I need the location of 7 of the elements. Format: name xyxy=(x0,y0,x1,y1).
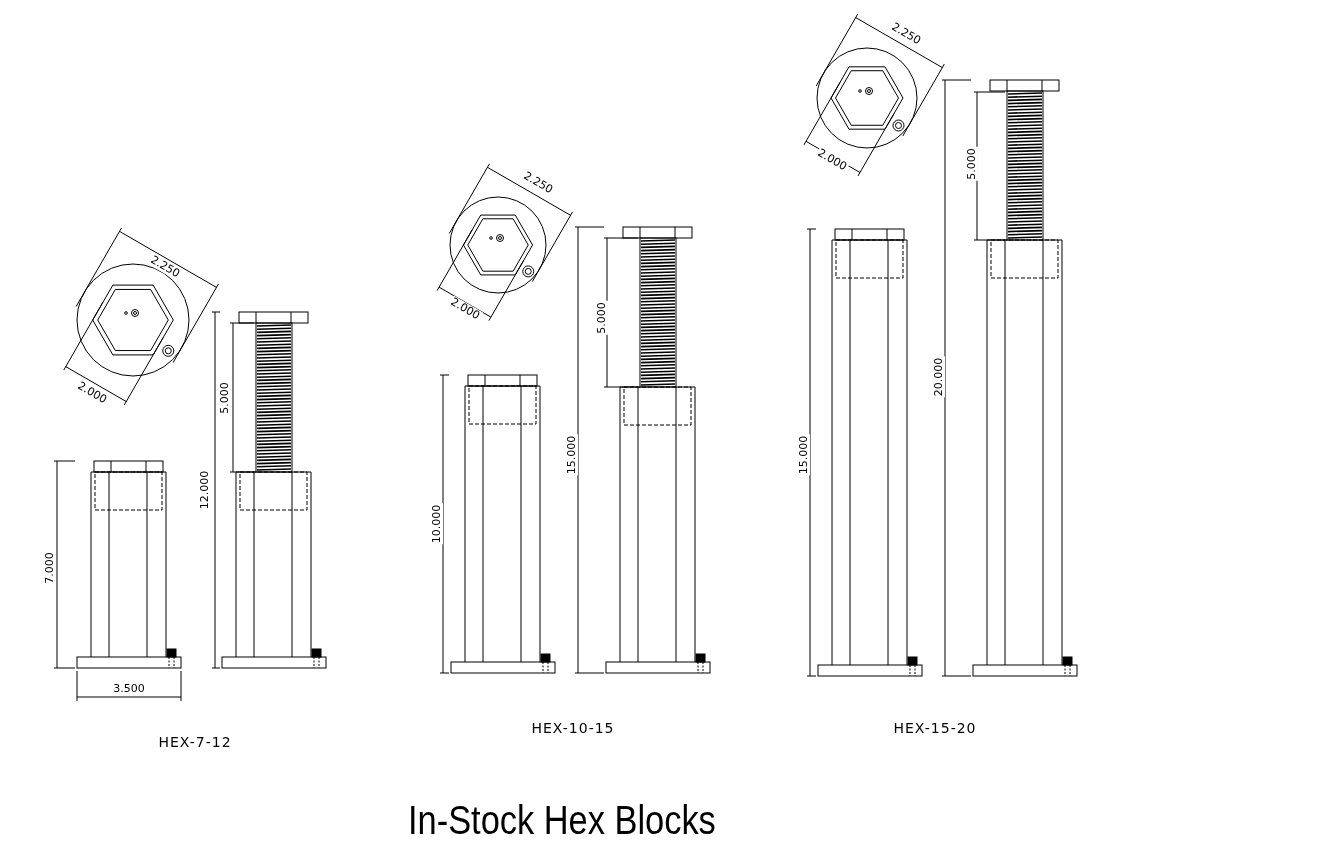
dimension-label: 5.000 xyxy=(965,147,979,181)
dimension-label: 5.000 xyxy=(595,301,609,335)
dimension-label: 20.000 xyxy=(932,356,946,398)
dimension-label: 10.000 xyxy=(430,503,444,545)
diagram-title: In-Stock Hex Blocks xyxy=(408,798,716,843)
dimension-label: 15.000 xyxy=(797,434,811,476)
dimension-label: 15.000 xyxy=(565,434,579,476)
